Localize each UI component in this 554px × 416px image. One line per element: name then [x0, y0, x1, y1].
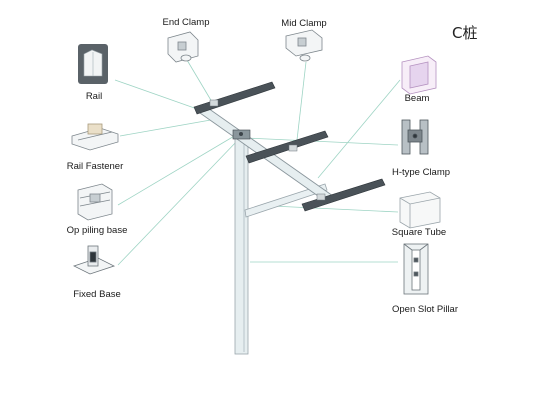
- leader-end-clamp: [186, 59, 213, 103]
- leader-square-tube: [271, 205, 399, 213]
- label-op-piling-base: Op piling base: [66, 225, 128, 236]
- open-slot-pillar-pole: [234, 135, 249, 355]
- end-clamp-thumb: [167, 31, 199, 63]
- beam-thumb: [401, 55, 437, 95]
- square-tube-brace: [244, 183, 328, 218]
- cap-bolt: [239, 132, 243, 136]
- leader-beam: [317, 79, 401, 179]
- square-tube-thumb: [399, 191, 441, 229]
- open-slot-pillar-thumb: [403, 243, 429, 295]
- leader-fixed-base: [117, 139, 239, 266]
- leader-mid-clamp: [296, 61, 307, 141]
- leader-rail: [114, 79, 201, 111]
- rail-thumb: [78, 44, 108, 84]
- rail-fastener-3: [316, 193, 326, 201]
- corner-label: C桩: [452, 24, 478, 42]
- leader-lines: [114, 59, 401, 266]
- label-beam: Beam: [404, 93, 430, 104]
- h-type-clamp-thumb: [401, 119, 429, 155]
- label-end-clamp: End Clamp: [162, 17, 210, 28]
- mid-clamp-thumb: [285, 29, 323, 62]
- leader-rail-fastener: [119, 117, 223, 137]
- label-square-tube: Square Tube: [391, 227, 447, 238]
- rail-fastener-2: [288, 144, 298, 152]
- label-fixed-base: Fixed Base: [73, 289, 121, 300]
- label-rail: Rail: [85, 91, 103, 102]
- leader-h-type-clamp: [244, 137, 399, 146]
- leader-op-piling-base: [117, 134, 237, 206]
- pole-assembly: [193, 81, 386, 355]
- op-piling-base-thumb: [77, 183, 113, 221]
- fixed-base-thumb: [72, 245, 116, 275]
- rail-fastener-thumb: [71, 123, 119, 151]
- rail-top: [193, 81, 276, 115]
- label-h-type-clamp: H-type Clamp: [391, 167, 451, 178]
- label-mid-clamp: Mid Clamp: [281, 18, 327, 29]
- label-rail-fastener: Rail Fastener: [66, 161, 124, 172]
- rail-middle: [245, 130, 329, 164]
- rail-fastener-1: [209, 99, 219, 107]
- rail-bottom: [301, 178, 386, 212]
- label-open-slot-pillar: Open Slot Pillar: [391, 304, 459, 315]
